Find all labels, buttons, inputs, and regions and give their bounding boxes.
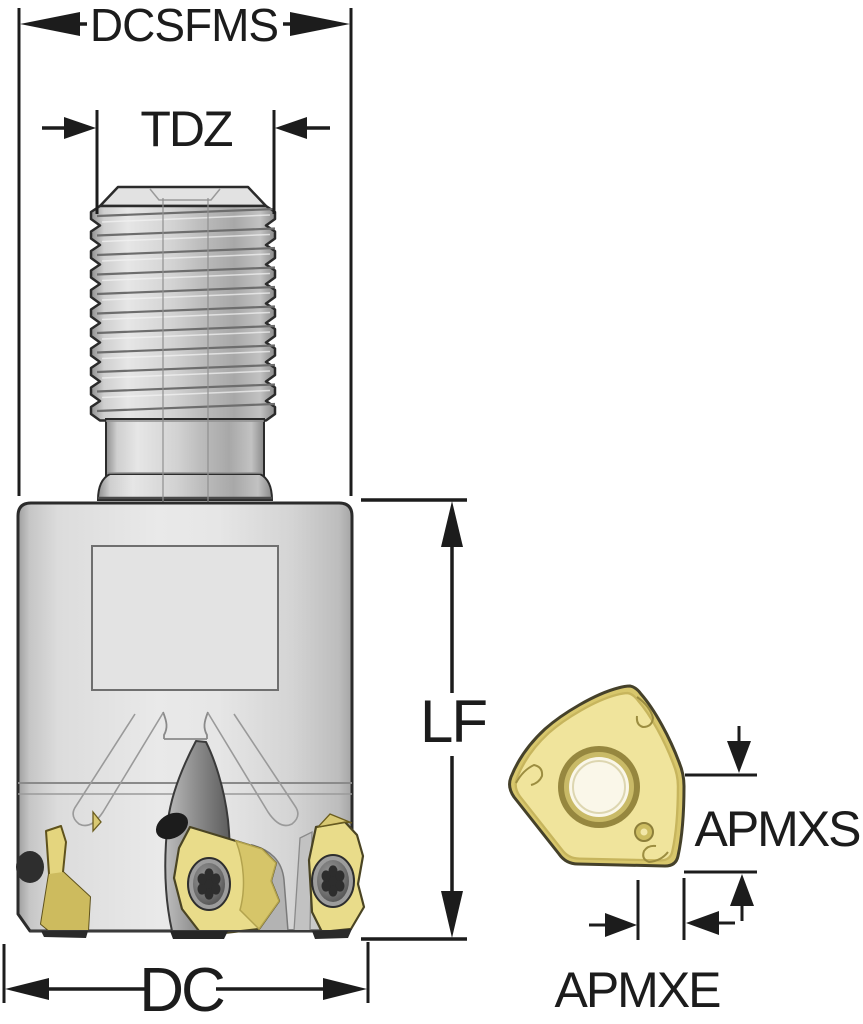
edge-strip-left xyxy=(41,931,88,938)
dim-tdz: TDZ xyxy=(42,101,330,214)
coolant-hole-left xyxy=(16,851,44,883)
insert-left-tip xyxy=(92,810,102,833)
dim-dc: DC xyxy=(2,942,370,1024)
dc-extension-lines xyxy=(2,942,370,1003)
arrowhead-tdz-left xyxy=(64,117,96,139)
torx-screw-center xyxy=(187,857,231,911)
arrowhead-dcsfms-left xyxy=(20,12,80,36)
dim-label-lf: LF xyxy=(420,688,486,755)
dim-label-tdz: TDZ xyxy=(140,101,232,157)
insert-left-edge-view xyxy=(40,810,102,934)
insert-detail-dimple xyxy=(634,822,654,842)
neck-separator-lines xyxy=(106,420,264,474)
center-pocket-notch xyxy=(162,711,209,740)
arrowhead-tdz-right xyxy=(275,117,307,139)
dim-dcsfms: DCSFMS xyxy=(17,0,353,496)
thread-top-face xyxy=(98,185,268,208)
apmxs-tick-lines xyxy=(684,773,757,874)
arrowhead-apmxs-up xyxy=(730,874,754,906)
insert-right-face-view xyxy=(307,813,366,934)
arrowhead-lf-top xyxy=(441,501,463,547)
dim-label-dc: DC xyxy=(139,956,224,1024)
thread-root-lines xyxy=(96,207,276,413)
tool-side-view xyxy=(16,185,366,939)
dim-apmxs: APMXS xyxy=(684,726,862,921)
shank-neck xyxy=(96,418,274,501)
apmxe-arrow-tails xyxy=(589,921,735,927)
flute-outline-right xyxy=(207,712,299,827)
neck-cylinder xyxy=(105,418,265,477)
cutting-head xyxy=(16,740,366,939)
cutter-body xyxy=(16,501,354,933)
dim-label-dcsfms: DCSFMS xyxy=(90,0,278,51)
insert-right-top-tab xyxy=(316,813,353,828)
insert-left-lower-face xyxy=(41,872,90,933)
insert-center-side-face xyxy=(234,839,280,931)
apmxe-tick-lines xyxy=(636,878,686,940)
dim-label-apmxe: APMXE xyxy=(554,962,720,1018)
torx-screw-right xyxy=(311,854,355,908)
threaded-shank xyxy=(89,185,277,422)
dim-label-apmxs: APMXS xyxy=(694,801,860,857)
thread-crest-highlights xyxy=(101,214,271,399)
arrowhead-lf-bottom xyxy=(441,891,463,938)
neck-flange xyxy=(96,473,274,501)
arrowhead-dc-left xyxy=(5,978,49,1000)
edge-strip-right xyxy=(312,929,352,939)
dcsfms-extension-lines xyxy=(17,8,353,496)
coolant-hole-center xyxy=(155,812,189,840)
thread-drive-socket-line xyxy=(149,188,221,201)
insert-detail-corner-seats xyxy=(515,696,669,864)
dim-apmxe: APMXE xyxy=(554,878,735,1018)
lf-tick-lines xyxy=(361,498,467,941)
arrowhead-apmxe-right xyxy=(605,913,637,937)
arrowhead-apmxe-left xyxy=(686,911,719,935)
arrowhead-dc-right xyxy=(323,978,367,1000)
body-face-panel xyxy=(91,545,279,691)
insert-center-face-view xyxy=(172,825,281,935)
insert-detail-view xyxy=(508,684,686,868)
arrowhead-dcsfms-right xyxy=(290,12,350,36)
insert-detail-center-hole xyxy=(558,746,640,828)
edge-strip-center xyxy=(170,931,228,939)
apmxs-arrow-tails xyxy=(737,726,744,921)
arrowhead-apmxs-down xyxy=(727,741,751,773)
dim-lf: LF xyxy=(361,498,488,941)
tdz-extension-lines xyxy=(95,110,276,214)
